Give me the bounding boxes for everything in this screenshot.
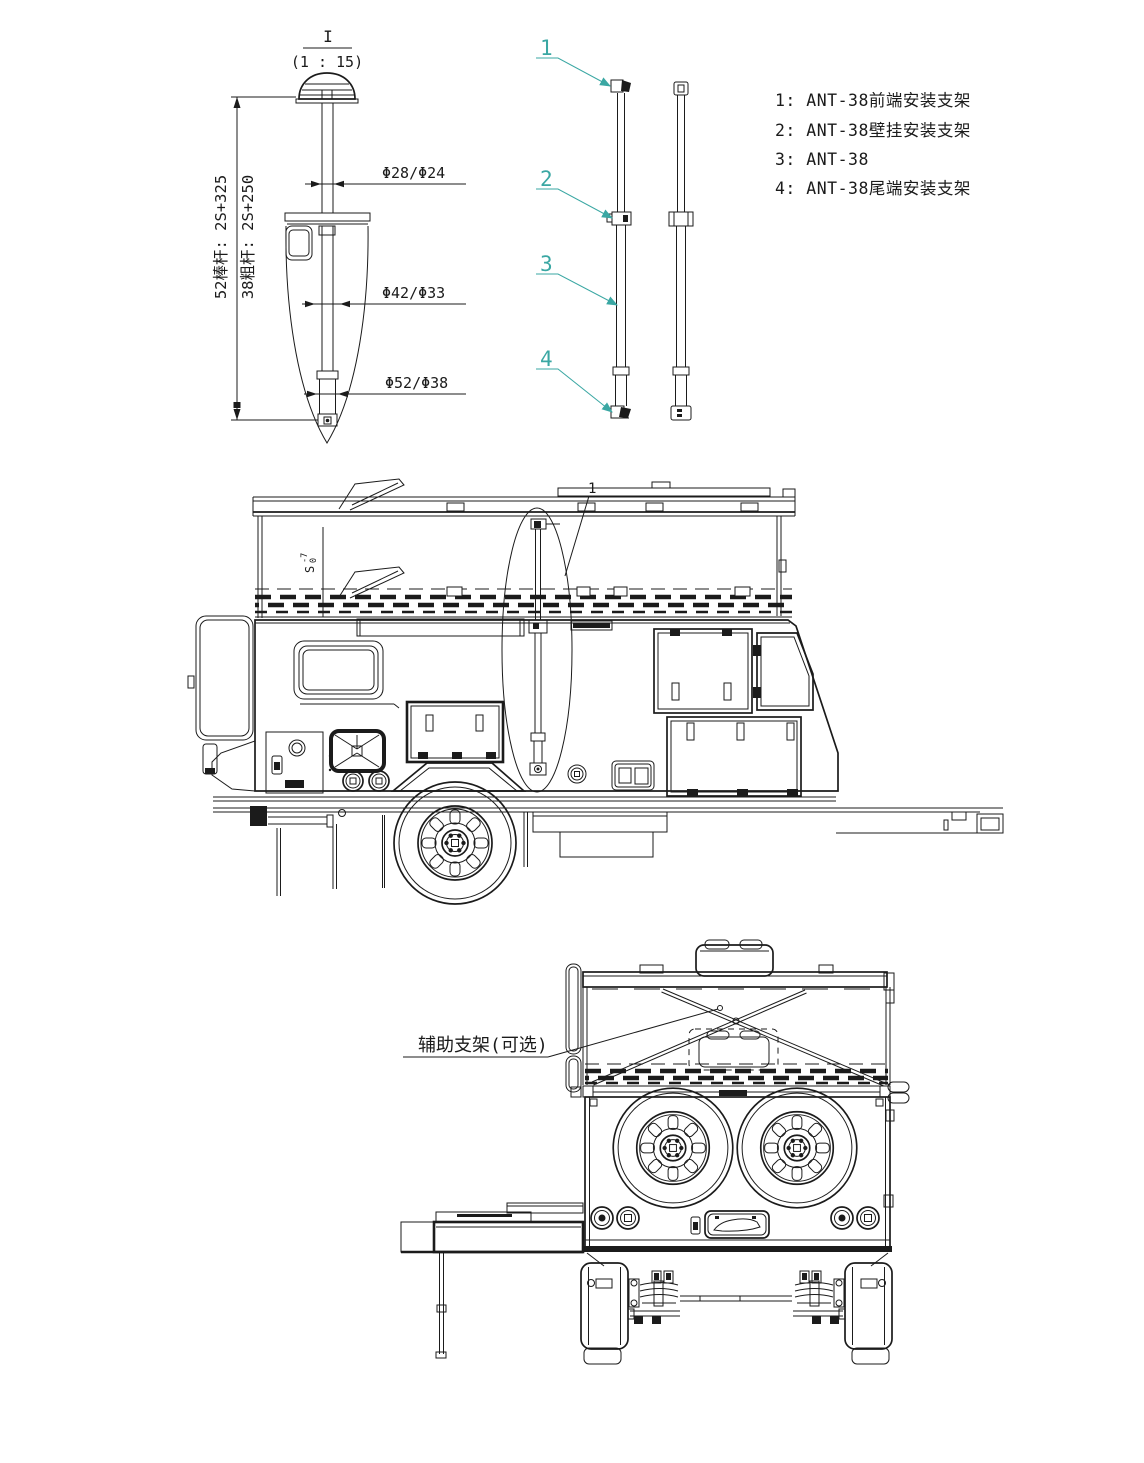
section-label: I (323, 27, 333, 46)
pop-top-roof (252, 481, 796, 517)
detail-balloon: 1 (501, 481, 596, 793)
roof-latch-flaps (338, 478, 405, 599)
mounted-antenna (528, 518, 560, 776)
speaker-vent (329, 729, 386, 773)
s-dim-upper: -7 (300, 553, 310, 563)
callout-1-label: 1 (540, 36, 553, 60)
legend-item-2: 2: ANT-38壁挂安装支架 (775, 121, 971, 140)
callout-3-label: 3 (540, 252, 553, 276)
aux-bracket-callout: 辅助支架(可选) (403, 1005, 723, 1058)
name-plate (570, 620, 613, 631)
canvas-band (255, 586, 792, 618)
antenna-mast (284, 103, 371, 444)
spare-wheel-right (736, 1087, 858, 1209)
antenna-body-outline (285, 225, 369, 444)
fender (390, 762, 527, 792)
s-dim-lower: 0 (309, 558, 319, 563)
tail-lights (590, 1206, 880, 1230)
brand-logo-plate (690, 1210, 770, 1239)
scale-label: (1 : 15) (291, 53, 363, 71)
callouts: 1 2 3 4 (536, 36, 618, 413)
awning-rail (356, 618, 525, 637)
trailer-side-view: S -7 0 (187, 478, 1004, 905)
dome-cap (295, 72, 359, 104)
pole-plain (668, 81, 694, 421)
dim-38-pole: 38粗杆: 2S+250 (239, 175, 257, 299)
roof-cap-lowered (688, 1028, 779, 1071)
s-dimension: S -7 0 (300, 553, 319, 573)
suspension (580, 1262, 893, 1365)
aux-bracket-label: 辅助支架(可选) (418, 1035, 548, 1056)
antenna-detail-view: I (1 : 15) 52棒杆: 2S+325 38粗杆: (212, 27, 466, 444)
round-connectors (342, 760, 655, 792)
pole-figure: 1 2 3 4 (536, 36, 694, 421)
window (293, 640, 400, 709)
dim-52-pole: 52棒杆: 2S+325 (212, 175, 230, 299)
legend-item-1: 1: ANT-38前端安装支架 (775, 91, 971, 110)
dim-top-tube: Φ28/Φ24 (382, 164, 445, 182)
support-legs (250, 806, 528, 896)
chassis (213, 796, 1004, 858)
roof-slab (582, 964, 895, 1004)
front-service-panel (265, 731, 332, 794)
roof-struts (257, 516, 787, 618)
pole-with-brackets (606, 79, 632, 419)
roof-cap-top (695, 939, 774, 977)
legend-item-4: 4: ANT-38尾端安装支架 (775, 179, 971, 198)
trailer-rear-view: 辅助支架(可选) (400, 939, 910, 1365)
awning-poles (565, 963, 582, 1093)
drawbar (400, 1202, 585, 1359)
diameter-dimensions: Φ28/Φ24 Φ42/Φ33 Φ52/Φ38 (302, 164, 466, 398)
balloon-label: 1 (588, 481, 596, 497)
callout-4-label: 4 (540, 347, 553, 371)
road-wheel (393, 781, 517, 905)
spare-wheel-left (612, 1087, 734, 1209)
dim-mid-tube: Φ42/Φ33 (382, 284, 445, 302)
rear-bumper-band (583, 1239, 892, 1267)
storage-doors (405, 628, 814, 797)
height-dimension: 52棒杆: 2S+325 38粗杆: 2S+250 (212, 96, 318, 421)
legend: 1: ANT-38前端安装支架 2: ANT-38壁挂安装支架 3: ANT-3… (775, 91, 971, 198)
legend-item-3: 3: ANT-38 (775, 150, 869, 169)
body-shell (187, 615, 839, 792)
s-dim-base: S (303, 566, 317, 573)
callout-2-label: 2 (540, 167, 553, 191)
dim-bottom-tube: Φ52/Φ38 (385, 374, 448, 392)
